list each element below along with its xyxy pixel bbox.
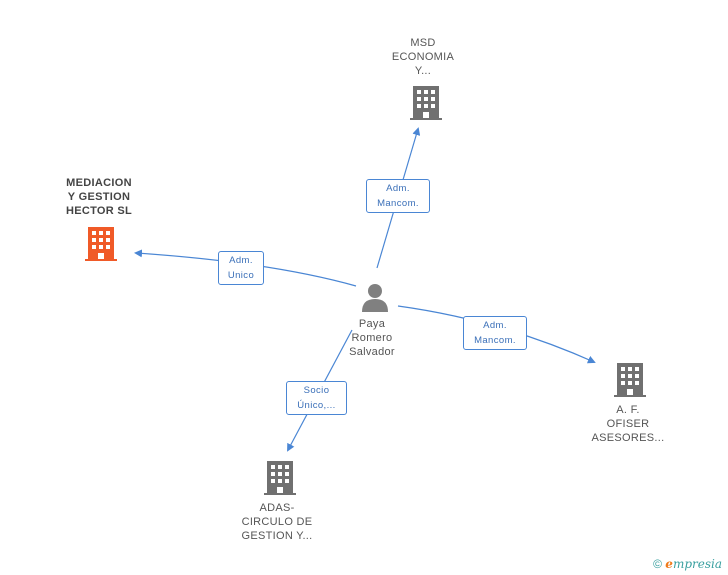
edge-label-line: Único,... (297, 400, 336, 411)
node-label-adas[interactable]: ADAS- CIRCULO DE GESTION Y... (230, 501, 324, 543)
node-label-line: ASESORES... (591, 432, 665, 444)
node-label-line: ADAS- (259, 502, 295, 514)
edge-label-line: Unico (227, 270, 255, 281)
person-icon[interactable] (360, 282, 390, 312)
node-label-line: Paya (358, 318, 386, 330)
node-label-line: Y... (414, 65, 432, 77)
node-label-msd[interactable]: MSD ECONOMIA Y... (380, 36, 466, 78)
node-label-line: ECONOMIA (391, 51, 455, 63)
copyright-symbol: © (653, 557, 662, 571)
edge-label-af[interactable]: Adm. Mancom. (463, 316, 527, 350)
node-label-line: HECTOR SL (65, 205, 133, 217)
node-label-center[interactable]: Paya Romero Salvador (330, 317, 414, 359)
node-label-mediacion[interactable]: MEDIACION Y GESTION HECTOR SL (50, 176, 148, 218)
edge-label-msd[interactable]: Adm. Mancom. (366, 179, 430, 213)
edge-label-line: Adm. (229, 255, 253, 266)
node-label-line: GESTION Y... (241, 530, 313, 542)
node-label-line: A. F. (616, 404, 640, 416)
edge-label-line: Mancom. (474, 335, 516, 346)
building-icon[interactable] (614, 363, 646, 397)
node-label-line: MEDIACION (66, 177, 132, 189)
edge-label-adas[interactable]: Socio Único,... (286, 381, 347, 415)
edge-label-line: Mancom. (377, 198, 419, 209)
node-label-line: MSD (410, 37, 436, 49)
building-icon[interactable] (85, 227, 117, 261)
node-label-line: Y GESTION (67, 191, 131, 203)
node-label-line: CIRCULO DE (241, 516, 313, 528)
building-icon[interactable] (410, 86, 442, 120)
node-label-line: Salvador (349, 346, 395, 358)
edge-label-mediacion[interactable]: Adm. Unico (218, 251, 264, 285)
brand-first-letter: e (665, 557, 673, 571)
node-label-line: Romero (351, 332, 393, 344)
node-label-line: OFISER (606, 418, 650, 430)
empresia-logo: © empresia (653, 557, 722, 571)
edge-label-line: Adm. (386, 183, 410, 194)
edge-label-line: Adm. (483, 320, 507, 331)
brand-rest: mpresia (672, 557, 722, 571)
edge-label-line: Socio (303, 385, 330, 396)
node-label-af[interactable]: A. F. OFISER ASESORES... (584, 403, 672, 445)
building-icon[interactable] (264, 461, 296, 495)
